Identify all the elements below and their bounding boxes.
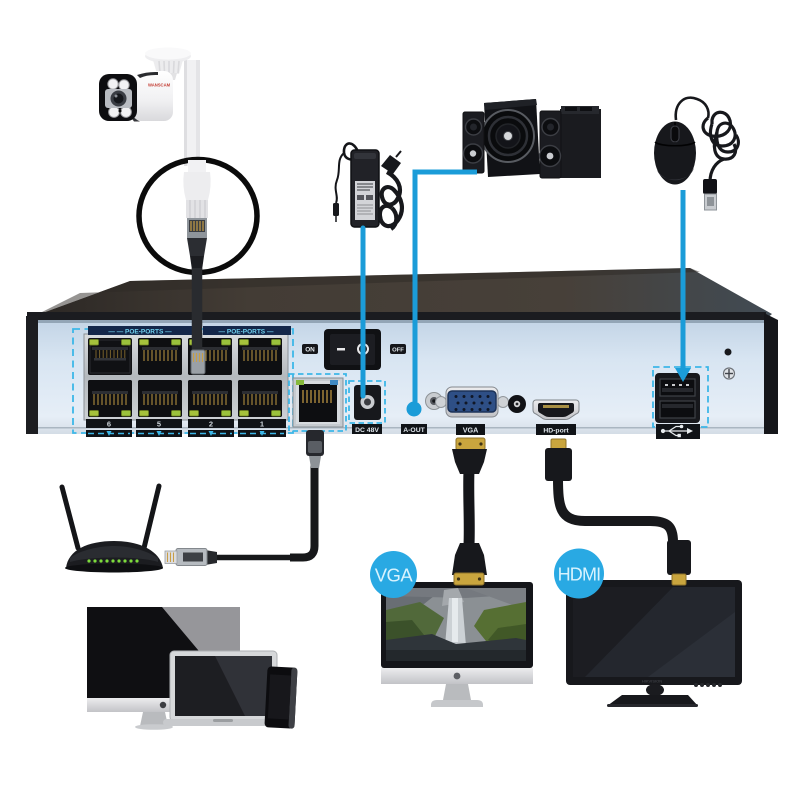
svg-text:5: 5	[157, 420, 161, 429]
svg-text:HD-port: HD-port	[543, 428, 569, 435]
svg-text:HDMI: HDMI	[558, 565, 601, 585]
svg-text:HIKVISION: HIKVISION	[642, 679, 662, 684]
svg-text:ON: ON	[305, 347, 315, 354]
svg-text:— POE-PORTS —: — POE-PORTS —	[219, 329, 274, 336]
svg-text:1: 1	[260, 420, 264, 429]
svg-text:OFF: OFF	[392, 348, 404, 354]
svg-text:2: 2	[209, 420, 213, 429]
svg-text:6: 6	[107, 420, 111, 429]
svg-text:VGA: VGA	[375, 565, 414, 586]
svg-text:WANSCAM: WANSCAM	[148, 83, 171, 88]
svg-text:DC 48V: DC 48V	[355, 427, 379, 434]
svg-text:VGA: VGA	[463, 426, 479, 435]
svg-text:— — POE-PORTS —: — — POE-PORTS —	[108, 329, 172, 336]
svg-text:A-OUT: A-OUT	[403, 427, 425, 434]
